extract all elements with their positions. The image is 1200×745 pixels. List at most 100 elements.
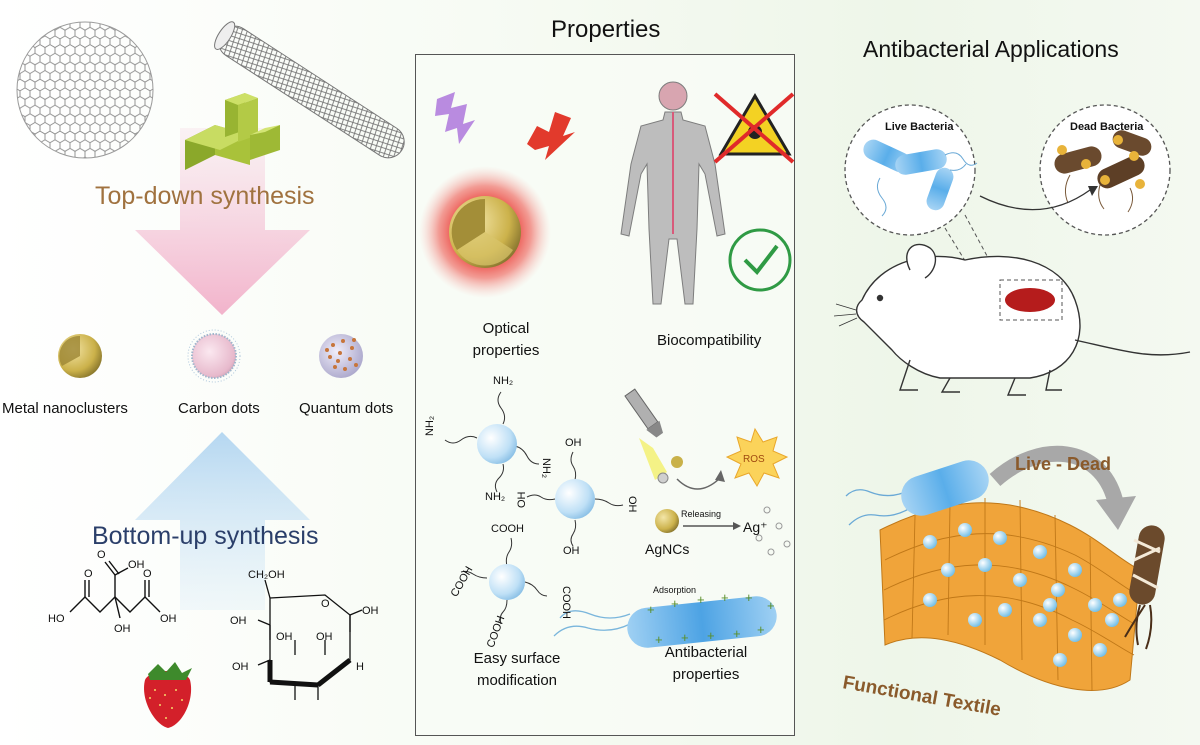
nanomaterial-label-carbon: Carbon dots bbox=[178, 400, 260, 417]
svg-text:+: + bbox=[655, 632, 663, 647]
dead-bacteria-icon bbox=[1054, 130, 1152, 213]
glucose-h: H bbox=[356, 661, 364, 673]
antibacterial-properties-label: Antibacterial properties bbox=[664, 644, 748, 683]
live-dead-arrow bbox=[989, 445, 1123, 503]
ros-particle-grey bbox=[657, 472, 669, 484]
ros-burst-icon bbox=[725, 427, 789, 488]
citric-o-right: O bbox=[143, 568, 152, 580]
glucose-oh-mid: OH bbox=[276, 631, 293, 643]
metal-nanocluster-icon bbox=[58, 334, 102, 378]
live-bacteria-icon bbox=[863, 139, 978, 217]
group-oh-top: OH bbox=[565, 437, 582, 449]
checkmark-icon bbox=[728, 228, 792, 292]
quantum-dot-icon bbox=[319, 334, 363, 378]
surface-modification-label: Easy surface modification bbox=[473, 650, 561, 689]
optical-properties-label: Optical properties bbox=[472, 320, 540, 359]
ros-particle-gold bbox=[671, 456, 683, 468]
surface-dot-oh bbox=[555, 479, 595, 519]
glucose-oh-bottom-mid: OH bbox=[316, 631, 333, 643]
svg-text:+: + bbox=[733, 626, 741, 641]
lightning-purple-icon bbox=[435, 92, 475, 144]
properties-title: Properties bbox=[551, 16, 661, 43]
ag-ion-label: Ag⁺ bbox=[743, 519, 768, 535]
live-dead-arrowhead bbox=[1096, 496, 1136, 530]
graphene-sheet-icon bbox=[16, 21, 154, 159]
svg-text:+: + bbox=[707, 628, 715, 643]
group-nh2-left: NH₂ bbox=[424, 416, 436, 436]
biocompatibility-label: Biocompatibility bbox=[657, 332, 762, 349]
agncs-label: AgNCs bbox=[645, 541, 689, 557]
glucose-oh-left: OH bbox=[230, 615, 247, 627]
bulk-material-icon bbox=[185, 93, 280, 170]
ros-arrow bbox=[676, 478, 720, 490]
mouse-icon bbox=[833, 243, 1191, 396]
svg-text:+: + bbox=[721, 590, 729, 605]
ag-ions-icon bbox=[755, 506, 791, 556]
citric-ho-left: HO bbox=[48, 613, 65, 625]
group-nh2-right: NH₂ bbox=[540, 458, 552, 478]
citric-acid-structure bbox=[69, 560, 161, 619]
svg-text:+: + bbox=[745, 590, 753, 605]
glucose-o-ring: O bbox=[321, 598, 330, 610]
group-cooh-bottom: COOH bbox=[485, 614, 508, 649]
surface-dot-nh2 bbox=[477, 424, 517, 464]
bottom-up-arrow bbox=[135, 432, 310, 610]
human-body-icon bbox=[620, 81, 726, 305]
applications-title: Antibacterial Applications bbox=[863, 36, 1119, 62]
citric-oh-mid: OH bbox=[114, 623, 131, 635]
kill-arrowhead bbox=[1088, 186, 1098, 196]
svg-text:+: + bbox=[697, 592, 705, 607]
functional-textile-icon bbox=[879, 498, 1141, 691]
ros-label: ROS bbox=[743, 454, 765, 465]
citric-oh-top: OH bbox=[128, 559, 145, 571]
group-cooh-right: COOH bbox=[560, 586, 572, 619]
live-bacteria-label: Live Bacteria bbox=[885, 121, 954, 133]
synthesis-panel: O HO O OH OH O OH CH₂OH O OH OH OH OH OH… bbox=[16, 21, 405, 728]
group-oh-bottom: OH bbox=[563, 545, 580, 557]
functional-textile-label: Functional Textile bbox=[841, 672, 1002, 720]
group-nh2-top: NH₂ bbox=[493, 375, 513, 387]
agnc-icon bbox=[655, 509, 679, 533]
textile-live-bacterium-icon bbox=[845, 460, 989, 526]
carbon-nanotube-icon bbox=[214, 21, 405, 159]
group-oh-left: OH bbox=[516, 491, 528, 508]
carbon-dot-icon bbox=[187, 329, 241, 383]
group-oh-right: OH bbox=[626, 496, 638, 513]
nanomaterial-label-quantum: Quantum dots bbox=[299, 400, 394, 417]
light-beam bbox=[639, 438, 667, 480]
antibacterial-bacterium-icon: +++ +++ +++ ++ bbox=[553, 590, 777, 648]
glucose-ch2oh: CH₂OH bbox=[248, 569, 285, 581]
svg-text:+: + bbox=[767, 598, 775, 613]
group-cooh-left: COOH bbox=[449, 564, 476, 599]
optical-nanocluster-icon bbox=[449, 196, 521, 268]
svg-text:+: + bbox=[681, 630, 689, 645]
releasing-arrowhead bbox=[733, 522, 741, 530]
surface-dot-cooh bbox=[489, 564, 525, 600]
svg-text:+: + bbox=[671, 596, 679, 611]
lightning-red-icon bbox=[527, 112, 575, 160]
bottom-up-label: Bottom-up synthesis bbox=[92, 522, 319, 550]
top-down-label: Top-down synthesis bbox=[95, 182, 315, 210]
properties-graphics: +++ +++ +++ ++ NH₂ NH₂ NH₂ NH₂ OH OH OH … bbox=[419, 81, 795, 649]
surface-linkers bbox=[444, 391, 624, 625]
flashlight-icon bbox=[624, 388, 664, 438]
citric-oh-right: OH bbox=[160, 613, 177, 625]
group-cooh-top: COOH bbox=[491, 523, 524, 535]
applications-graphics: Live Bacteria Dead Bacteria Live - Dead … bbox=[833, 104, 1191, 721]
toxic-warning-icon bbox=[713, 92, 795, 164]
strawberry-icon bbox=[144, 662, 192, 728]
citric-o-left: O bbox=[84, 568, 93, 580]
releasing-label: Releasing bbox=[681, 509, 721, 519]
wound-zoom-box bbox=[999, 279, 1063, 321]
glucose-oh-bottom-left: OH bbox=[232, 661, 249, 673]
nanomaterial-label-metal: Metal nanoclusters bbox=[2, 400, 128, 417]
top-down-arrow bbox=[135, 128, 310, 315]
citric-o-top: O bbox=[97, 549, 106, 561]
textile-dead-bacterium-icon bbox=[1124, 525, 1165, 650]
glucose-structure bbox=[257, 579, 363, 700]
wound-icon bbox=[1005, 288, 1055, 312]
group-nh2-bottom: NH₂ bbox=[485, 491, 505, 503]
svg-text:+: + bbox=[757, 622, 765, 637]
dead-bacteria-label: Dead Bacteria bbox=[1070, 121, 1144, 133]
zoom-line-1 bbox=[964, 214, 1001, 281]
